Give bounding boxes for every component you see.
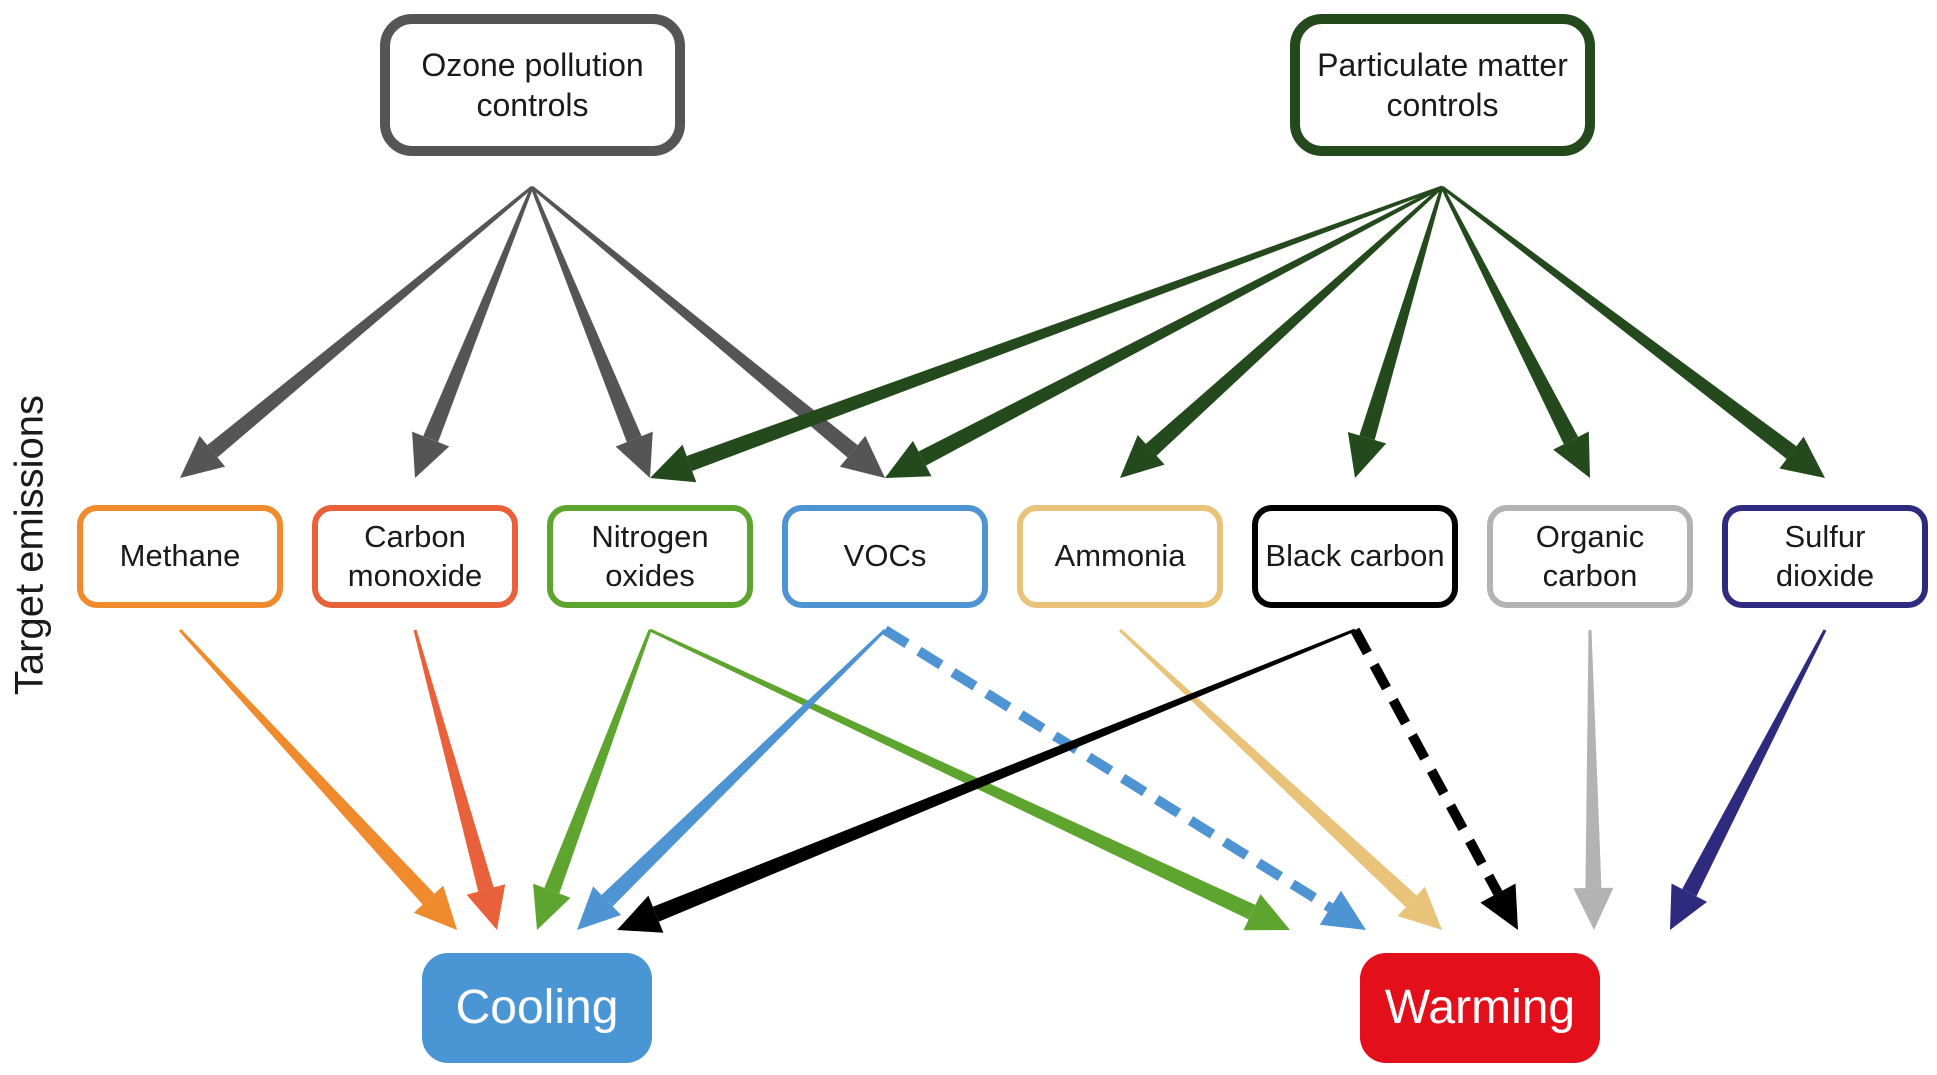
arrow-ozone-to-vocs — [531, 185, 885, 478]
arrow-ozone-to-nox — [530, 186, 653, 478]
black-carbon-label: Black carbon — [1265, 538, 1445, 574]
arrow-oc-to-warming — [1573, 629, 1614, 930]
ozone-controls-box: Ozone pollution controls — [380, 14, 685, 156]
arrow-pm-to-oc — [1440, 186, 1590, 478]
methane-box: Methane — [77, 505, 283, 608]
black-carbon-box: Black carbon — [1252, 505, 1458, 608]
methane-label: Methane — [119, 538, 241, 574]
carbon-monoxide-box: Carbon monoxide — [312, 505, 518, 608]
arrow-ozone-to-co — [412, 186, 534, 478]
ammonia-box: Ammonia — [1017, 505, 1223, 608]
vocs-box: VOCs — [782, 505, 988, 608]
sulfur-dioxide-label: Sulfur dioxide — [1775, 518, 1875, 593]
sulfur-dioxide-box: Sulfur dioxide — [1722, 505, 1928, 608]
warming-label: Warming — [1384, 981, 1576, 1034]
arrow-nox-to-warming — [649, 628, 1290, 931]
cooling-box: Cooling — [422, 953, 652, 1063]
ammonia-label: Ammonia — [1054, 538, 1186, 574]
target-emissions-label: Target emissions — [7, 394, 52, 696]
carbon-monoxide-label: Carbon monoxide — [347, 518, 483, 593]
arrow-pm-to-ammonia — [1120, 185, 1444, 478]
arrow-vocs-to-cooling — [577, 628, 887, 930]
arrow-co-to-cooling — [413, 629, 506, 930]
warming-box: Warming — [1360, 953, 1600, 1063]
ozone-controls-label: Ozone pollution controls — [421, 47, 644, 123]
pm-controls-box: Particulate matter controls — [1290, 14, 1595, 156]
pm-controls-label: Particulate matter controls — [1317, 47, 1568, 123]
arrow-vocs-to-warming — [882, 625, 1366, 930]
arrow-ozone-to-methane — [180, 185, 533, 478]
nitrogen-oxides-box: Nitrogen oxides — [547, 505, 753, 608]
arrow-methane-to-cooling — [178, 628, 457, 930]
arrow-pm-to-so2 — [1441, 185, 1825, 478]
organic-carbon-label: Organic carbon — [1535, 518, 1645, 593]
arrow-bc-to-cooling — [617, 628, 1356, 933]
cooling-label: Cooling — [455, 981, 619, 1034]
nitrogen-oxides-label: Nitrogen oxides — [591, 518, 709, 593]
arrow-pm-to-nox — [650, 185, 1443, 483]
vocs-label: VOCs — [843, 538, 927, 574]
arrow-pm-to-vocs — [885, 185, 1443, 478]
arrow-bc-to-warming — [1350, 627, 1518, 930]
arrow-so2-to-warming — [1670, 629, 1827, 930]
arrow-pm-to-bc — [1347, 186, 1444, 478]
organic-carbon-box: Organic carbon — [1487, 505, 1693, 608]
arrow-ammonia-to-warming — [1118, 628, 1442, 930]
arrow-nox-to-cooling — [533, 629, 652, 930]
